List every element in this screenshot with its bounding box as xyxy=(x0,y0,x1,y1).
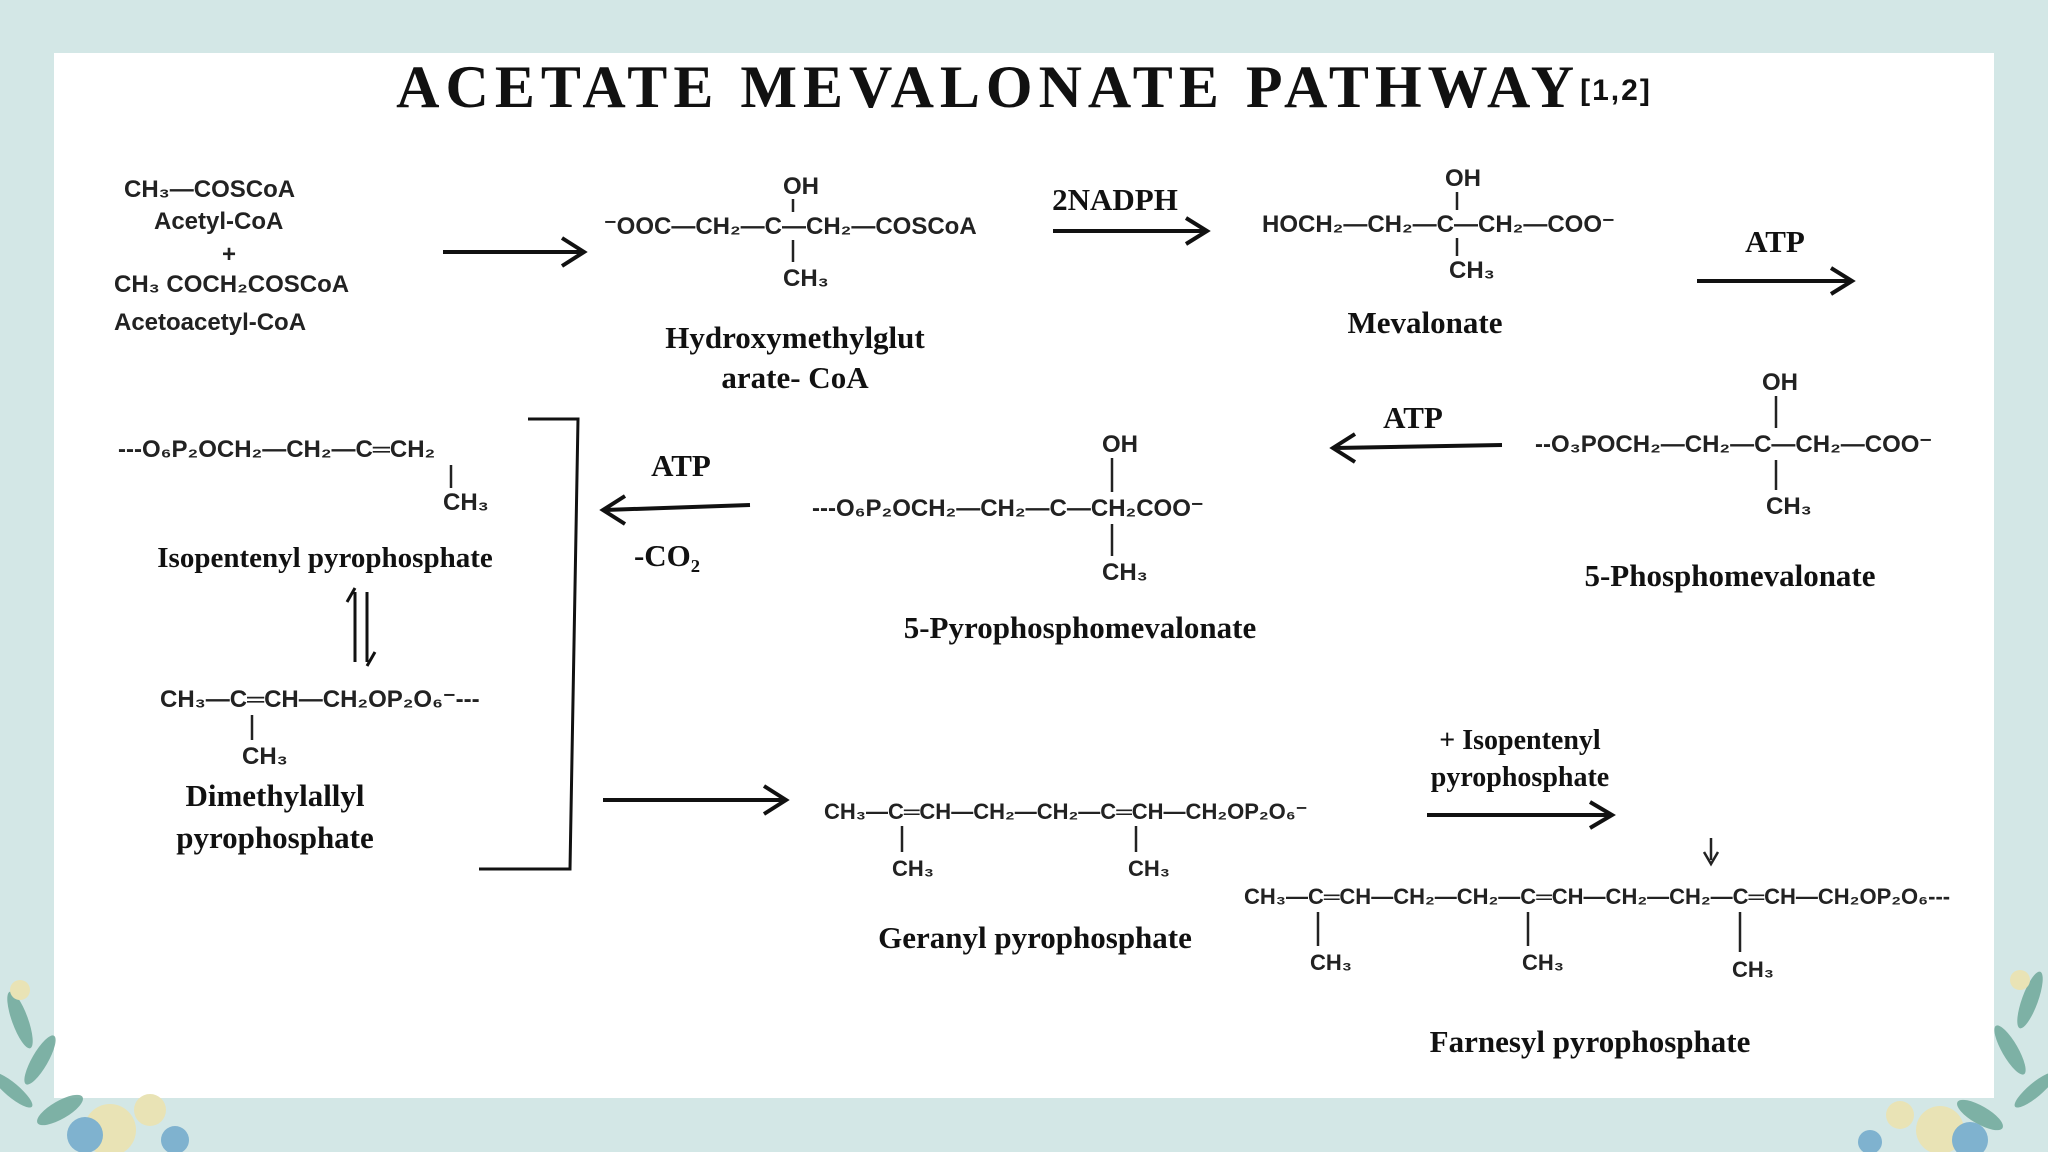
acetyl-coa-formula: CH₃—COSCoA xyxy=(124,176,296,203)
phosphomevalonate-name: 5-Phosphomevalonate xyxy=(1584,558,1876,593)
label-2nadph: 2NADPH xyxy=(1052,182,1178,217)
fpp-ch3-b: CH₃ xyxy=(1522,950,1564,975)
arrow-to-hmg xyxy=(443,236,588,268)
arrow-to-gpp xyxy=(603,784,790,816)
title-reference: [1,2] xyxy=(1580,74,1652,107)
slide-panel xyxy=(54,53,1994,1098)
page-title: ACETATE MEVALONATE PATHWAY[1,2] xyxy=(0,52,2048,122)
mevalonate-name: Mevalonate xyxy=(1347,305,1503,340)
mevalonate-ch3: CH₃ xyxy=(1449,257,1495,284)
fpp-name: Farnesyl pyrophosphate xyxy=(1429,1024,1751,1059)
hmg-name-line1: Hydroxymethylglut xyxy=(665,320,925,355)
label-co2: -CO₂ xyxy=(633,538,701,573)
fpp-formula: CH₃—C═CH—CH₂—CH₂—C═CH—CH₂—CH₂—C═CH—CH₂OP… xyxy=(1244,884,1951,909)
bracket xyxy=(479,417,580,871)
dmapp-formula: CH₃—C═CH—CH₂OP₂O₆⁻--- xyxy=(160,686,480,713)
plus-sign: + xyxy=(222,241,237,268)
fpp-pointer xyxy=(1702,851,1720,867)
arrow-to-mevalonate xyxy=(1053,216,1211,246)
arrow-atp-3-co2 xyxy=(599,494,751,526)
hmg-formula: ⁻OOC—CH₂—C—CH₂—COSCoA xyxy=(604,213,977,240)
arrow-atp-1 xyxy=(1697,266,1856,296)
phosphomevalonate-formula: --O₃POCH₂—CH₂—C—CH₂—COO⁻ xyxy=(1535,431,1933,458)
arrow-atp-2 xyxy=(1329,432,1503,464)
label-plus-isopentenyl-line1: + Isopentenyl xyxy=(1439,725,1601,756)
ipp-formula: ---O₆P₂OCH₂—CH₂—C═CH₂ xyxy=(118,436,436,463)
gpp-name: Geranyl pyrophosphate xyxy=(878,920,1192,955)
leaf-decoration-right xyxy=(1858,970,2048,1152)
label-atp-2: ATP xyxy=(1383,400,1443,435)
fpp-ch3-a: CH₃ xyxy=(1310,950,1352,975)
label-atp-3: ATP xyxy=(651,448,711,483)
acetyl-coa-name: Acetyl-CoA xyxy=(154,208,284,235)
phosphomevalonate-oh: OH xyxy=(1762,369,1798,396)
dmapp-name-line2: pyrophosphate xyxy=(176,820,374,855)
dmapp-name-line1: Dimethylallyl xyxy=(185,778,365,813)
label-atp-1: ATP xyxy=(1745,224,1805,259)
dmapp-ch3: CH₃ xyxy=(242,743,288,770)
mevalonate-formula: HOCH₂—CH₂—C—CH₂—COO⁻ xyxy=(1262,211,1615,238)
hmg-name-line2: arate- CoA xyxy=(721,360,869,395)
equilibrium-arrows xyxy=(345,587,377,667)
fpp-ch3-c: CH₃ xyxy=(1732,957,1774,982)
acetoacetyl-coa-formula: CH₃ COCH₂COSCoA xyxy=(114,271,350,298)
hmg-ch3: CH₃ xyxy=(783,265,829,292)
leaf-decoration-left xyxy=(0,980,189,1152)
ipp-ch3: CH₃ xyxy=(443,489,489,516)
bond-lines xyxy=(250,192,1778,952)
gpp-ch3-a: CH₃ xyxy=(892,856,934,881)
pyrophosphomevalonate-formula: ---O₆P₂OCH₂—CH₂—C—CH₂COO⁻ xyxy=(812,495,1204,522)
gpp-formula: CH₃—C═CH—CH₂—CH₂—C═CH—CH₂OP₂O₆⁻ xyxy=(824,799,1308,824)
gpp-ch3-b: CH₃ xyxy=(1128,856,1170,881)
mevalonate-oh: OH xyxy=(1445,165,1481,192)
pyrophosphomevalonate-oh: OH xyxy=(1102,431,1138,458)
acetoacetyl-coa-name: Acetoacetyl-CoA xyxy=(114,309,307,336)
arrow-to-fpp xyxy=(1427,800,1616,830)
ipp-name: Isopentenyl pyrophosphate xyxy=(157,542,493,574)
hmg-oh: OH xyxy=(783,173,819,200)
phosphomevalonate-ch3: CH₃ xyxy=(1766,493,1812,520)
title-text: ACETATE MEVALONATE PATHWAY xyxy=(396,54,1581,120)
pyrophosphomevalonate-ch3: CH₃ xyxy=(1102,559,1148,586)
pyrophosphomevalonate-name: 5-Pyrophosphomevalonate xyxy=(903,610,1257,645)
label-plus-isopentenyl-line2: pyrophosphate xyxy=(1430,762,1610,793)
